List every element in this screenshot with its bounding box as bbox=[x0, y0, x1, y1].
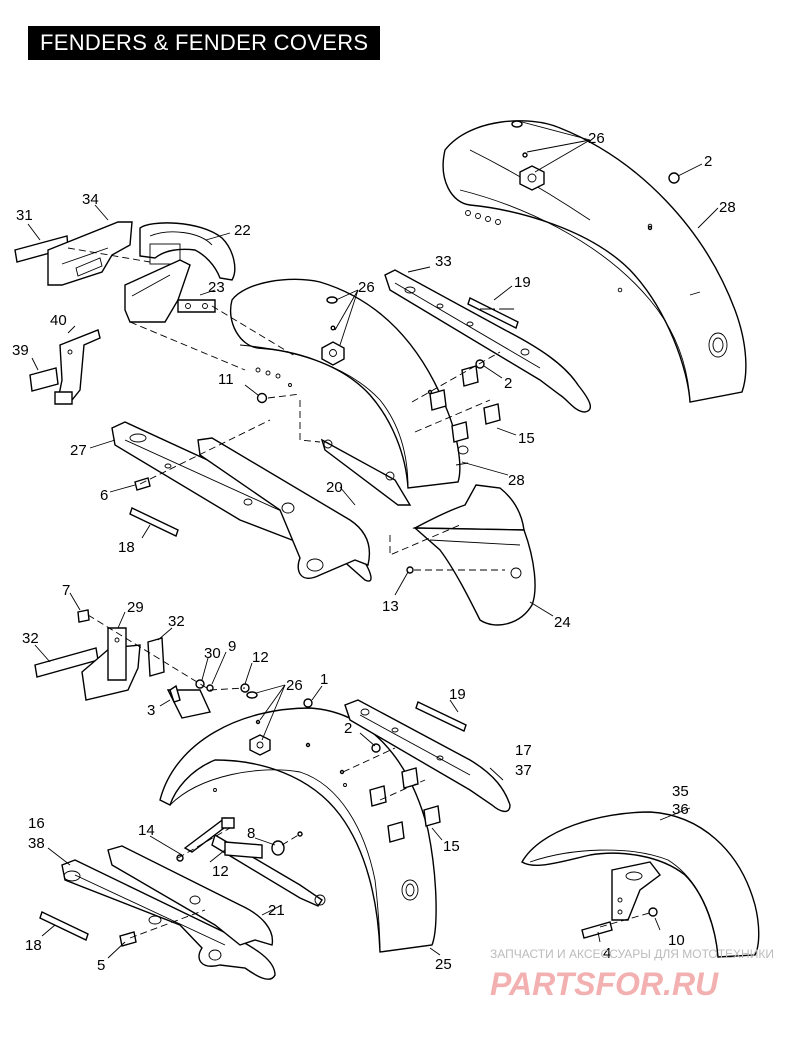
callout-29: 29 bbox=[127, 599, 144, 616]
callout-19: 19 bbox=[514, 274, 531, 291]
bracket-3 bbox=[166, 684, 211, 719]
rear-fender-25 bbox=[159, 707, 437, 953]
medallion-19-upper: — — bbox=[467, 297, 519, 329]
callout-16: 16 bbox=[28, 815, 45, 832]
callout-12: 12 bbox=[252, 649, 269, 666]
leader-lines bbox=[27, 121, 719, 959]
callout-27: 27 bbox=[70, 442, 87, 459]
fender-tip-24 bbox=[412, 484, 536, 626]
watermark: ЗАПЧАСТИ И АКСЕССУАРЫ ДЛЯ МОТОТЕХНИКИ PA… bbox=[490, 947, 774, 1002]
bolt-4 bbox=[581, 921, 613, 939]
pads-15-lower bbox=[369, 767, 441, 843]
callout-20: 20 bbox=[326, 479, 343, 496]
screw-7 bbox=[77, 609, 90, 623]
callout-5: 5 bbox=[97, 957, 105, 974]
callout-33: 33 bbox=[435, 253, 452, 270]
screw-26-upper bbox=[511, 120, 545, 191]
callout-7: 7 bbox=[62, 582, 70, 599]
callout-19: 19 bbox=[449, 686, 466, 703]
callout-32: 32 bbox=[168, 613, 185, 630]
callout-14: 14 bbox=[138, 822, 155, 839]
callout-24: 24 bbox=[554, 614, 571, 631]
callout-31: 31 bbox=[16, 207, 33, 224]
callouts: 26 2 28 31 34 22 23 33 19 26 40 39 11 2 … bbox=[12, 130, 736, 974]
callout-2: 2 bbox=[704, 153, 712, 170]
bracket-40 bbox=[54, 329, 101, 405]
callout-18: 18 bbox=[118, 539, 135, 556]
housing-22 bbox=[139, 222, 236, 281]
svg-text:— —: — — bbox=[480, 300, 514, 317]
strut-20 bbox=[197, 437, 412, 579]
washer-13 bbox=[406, 566, 414, 574]
callout-28: 28 bbox=[719, 199, 736, 216]
rear-fender-28-middle bbox=[230, 278, 469, 489]
washer-8 bbox=[224, 831, 303, 859]
callout-32: 32 bbox=[22, 630, 39, 647]
rail-16-38 bbox=[61, 859, 276, 980]
callout-8: 8 bbox=[247, 825, 255, 842]
callout-30: 30 bbox=[204, 645, 221, 662]
callout-6: 6 bbox=[100, 487, 108, 504]
callout-11: 11 bbox=[218, 371, 234, 388]
front-fender-35-36 bbox=[521, 811, 760, 958]
callout-12: 12 bbox=[212, 863, 229, 880]
rail-17-37 bbox=[344, 699, 511, 813]
callout-4: 4 bbox=[603, 945, 611, 962]
nut-11 bbox=[256, 392, 268, 404]
callout-40: 40 bbox=[50, 312, 67, 329]
screw-26-lower bbox=[246, 691, 271, 756]
callout-17: 17 bbox=[515, 742, 532, 759]
nut-1 bbox=[303, 698, 313, 748]
callout-26: 26 bbox=[358, 279, 375, 296]
callout-22: 22 bbox=[234, 222, 251, 239]
washer-30-9 bbox=[195, 679, 214, 692]
nut-2-lower bbox=[339, 743, 381, 775]
bolt-6 bbox=[134, 477, 151, 491]
watermark-logo: PARTSFOR.RU bbox=[490, 966, 719, 1002]
callout-23: 23 bbox=[208, 279, 225, 296]
plate-39 bbox=[29, 367, 59, 392]
rail-33 bbox=[384, 269, 592, 413]
callout-9: 9 bbox=[228, 638, 236, 655]
nut-2-upper bbox=[647, 172, 680, 231]
callout-35: 35 bbox=[672, 783, 689, 800]
bracket-29 bbox=[81, 627, 141, 701]
bracket-23 bbox=[124, 259, 216, 323]
callout-15: 15 bbox=[518, 430, 535, 447]
callout-13: 13 bbox=[382, 598, 399, 615]
bracket-34 bbox=[47, 221, 133, 286]
callout-15: 15 bbox=[443, 838, 460, 855]
medallion-19-lower bbox=[415, 701, 467, 732]
medallion-18-upper bbox=[129, 507, 179, 537]
callout-21: 21 bbox=[268, 902, 285, 919]
callout-37: 37 bbox=[515, 762, 532, 779]
callout-28: 28 bbox=[508, 472, 525, 489]
callout-10: 10 bbox=[668, 932, 685, 949]
screw-26-middle bbox=[321, 296, 345, 366]
callout-2: 2 bbox=[504, 375, 512, 392]
page-title: FENDERS & FENDER COVERS bbox=[28, 26, 380, 60]
callout-26: 26 bbox=[286, 677, 303, 694]
callout-1: 1 bbox=[320, 671, 328, 688]
pads-15-upper bbox=[429, 365, 501, 443]
callout-36: 36 bbox=[672, 801, 689, 818]
callout-3: 3 bbox=[147, 702, 155, 719]
callout-39: 39 bbox=[12, 342, 29, 359]
callout-34: 34 bbox=[82, 191, 99, 208]
callout-38: 38 bbox=[28, 835, 45, 852]
assembly-lines bbox=[67, 247, 654, 939]
callout-26: 26 bbox=[588, 130, 605, 147]
callout-25: 25 bbox=[435, 956, 452, 973]
medallion-18-lower bbox=[39, 911, 89, 941]
bracket-14 bbox=[176, 817, 235, 862]
callout-18: 18 bbox=[25, 937, 42, 954]
watermark-tagline: ЗАПЧАСТИ И АКСЕССУАРЫ ДЛЯ МОТОТЕХНИКИ bbox=[490, 947, 774, 961]
rear-fender-28-upper bbox=[442, 120, 747, 403]
callout-2: 2 bbox=[344, 720, 352, 737]
